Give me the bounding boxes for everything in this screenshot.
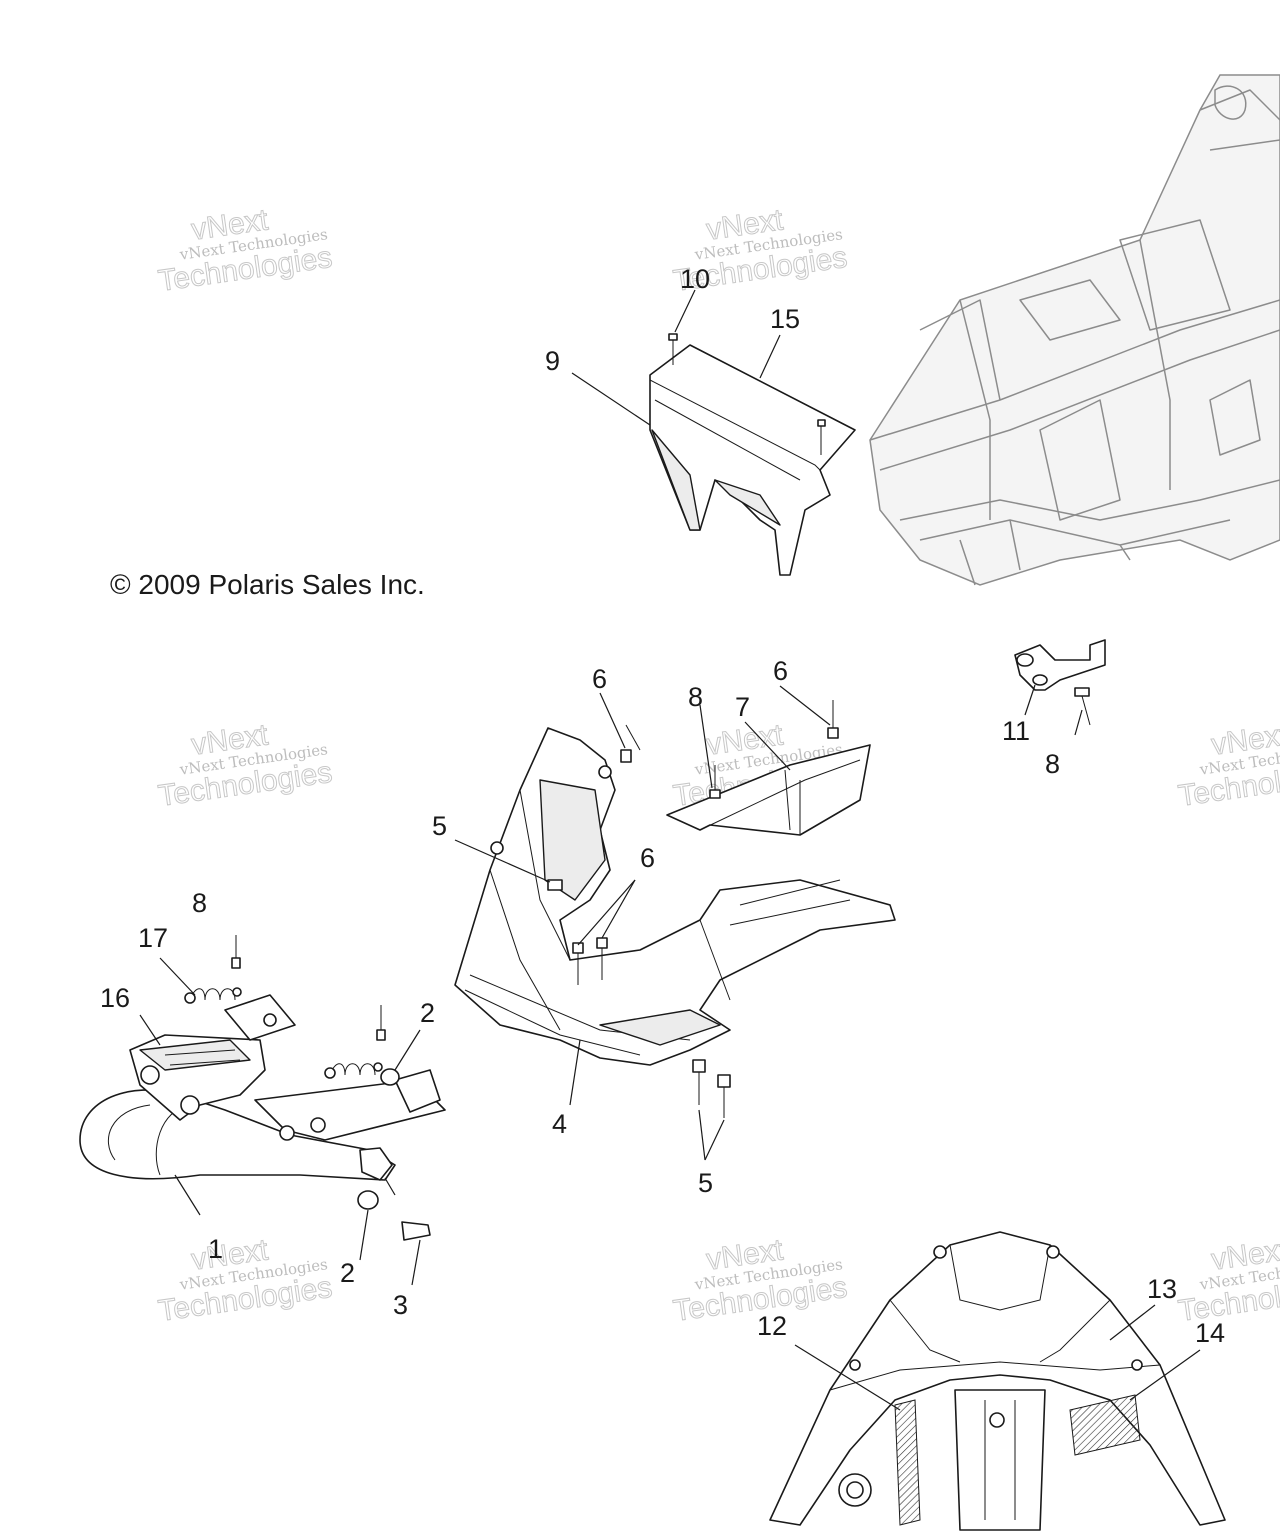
watermark: vNext vNext Technologies Technologies xyxy=(1176,1233,1280,1329)
callout-11: 11 xyxy=(1002,716,1030,746)
screw-part-8-right xyxy=(1074,687,1091,726)
callout-labels: 9 10 15 6 6 8 7 11 8 5 6 4 5 8 17 16 2 1… xyxy=(100,264,1225,1348)
bracket-part-9 xyxy=(649,344,856,576)
callout-2: 2 xyxy=(340,1258,355,1288)
callout-15: 15 xyxy=(770,304,800,334)
nut-part-2 xyxy=(357,1068,400,1210)
screw-part-10 xyxy=(668,333,826,455)
screw-part-5-lower xyxy=(692,1059,731,1118)
callout-5: 5 xyxy=(698,1168,713,1198)
decal-part-14 xyxy=(1069,1394,1141,1456)
bolt-part-3 xyxy=(401,1221,431,1241)
screw-part-6-top-right xyxy=(827,700,839,739)
spring-part-17-right xyxy=(324,1062,383,1079)
callout-1: 1 xyxy=(208,1234,223,1264)
chassis-frame xyxy=(869,74,1280,586)
callout-10: 10 xyxy=(680,264,710,294)
callout-17: 17 xyxy=(138,923,168,953)
decal-part-12 xyxy=(894,1399,921,1526)
screw-part-8-mid xyxy=(709,765,721,799)
shield-part-7 xyxy=(666,744,871,836)
callout-4: 4 xyxy=(552,1109,567,1139)
copyright-text: © 2009 Polaris Sales Inc. xyxy=(110,569,425,600)
callout-13: 13 xyxy=(1147,1274,1177,1304)
watermark: vNext vNext Technologies Technologies xyxy=(671,203,850,299)
callout-14: 14 xyxy=(1195,1318,1225,1348)
watermark: vNext vNext Technologies Technologies xyxy=(156,203,335,299)
bracket-part-11 xyxy=(1014,639,1106,691)
callout-9: 9 xyxy=(545,346,560,376)
screw-part-6-top xyxy=(620,724,641,763)
callout-8: 8 xyxy=(192,888,207,918)
spring-part-17 xyxy=(184,987,242,1004)
bumper-part-1 xyxy=(79,994,446,1181)
nose-pan-part-4 xyxy=(454,727,896,1066)
watermark: vNext vNext Technologies Technologies xyxy=(156,1233,335,1329)
plate-part-15 xyxy=(689,344,856,431)
screw-part-5-upper xyxy=(547,879,563,891)
callout-12: 12 xyxy=(757,1311,787,1341)
screw-part-8-left xyxy=(231,935,386,1041)
callout-16: 16 xyxy=(100,983,130,1013)
callout-5: 5 xyxy=(432,811,447,841)
callout-6: 6 xyxy=(773,656,788,686)
callout-8: 8 xyxy=(1045,749,1060,779)
screw-part-6-lower xyxy=(572,937,608,985)
watermark: vNext vNext Technologies Technologies xyxy=(1176,718,1280,814)
watermark: vNext vNext Technologies Technologies xyxy=(156,718,335,814)
callout-8: 8 xyxy=(688,682,703,712)
leader-lines xyxy=(139,289,1201,1411)
callout-6: 6 xyxy=(640,843,655,873)
callout-3: 3 xyxy=(393,1290,408,1320)
callout-6: 6 xyxy=(592,664,607,694)
hood-part-13 xyxy=(769,1231,1226,1531)
callout-2: 2 xyxy=(420,998,435,1028)
callout-7: 7 xyxy=(735,692,750,722)
